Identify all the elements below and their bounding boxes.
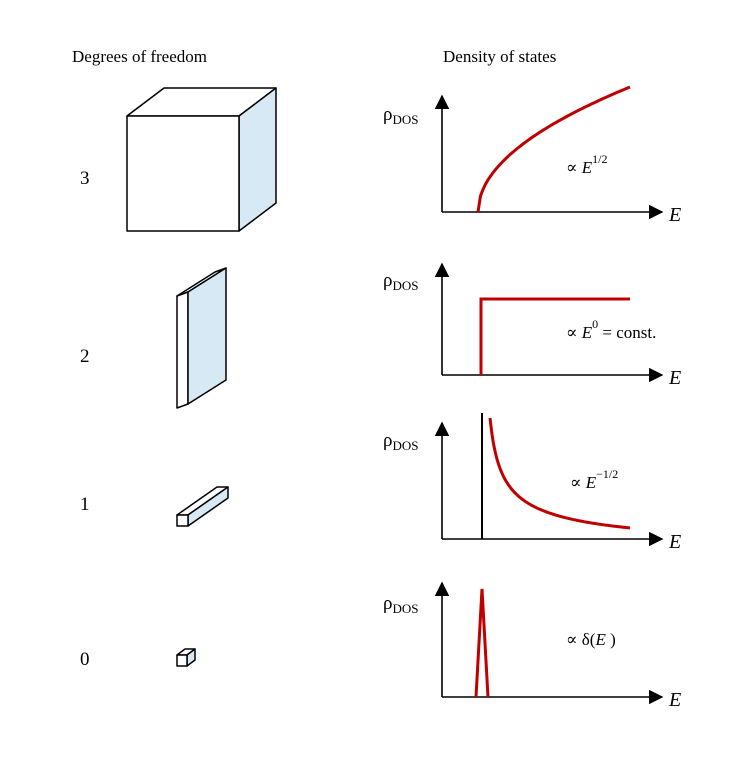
plot-1d: ρDOS E ∝ E−1/2: [383, 413, 681, 553]
plot-2d-ylabel: ρDOS: [383, 270, 419, 293]
plot-0d: ρDOS E ∝ δ(E ): [383, 581, 681, 711]
header-degrees-of-freedom: Degrees of freedom: [72, 47, 207, 66]
plot-1d-curve: [488, 417, 631, 530]
plot-3d: ρDOS E ∝ E1/2: [383, 85, 681, 226]
plot-2d: ρDOS E ∝ E0 = const.: [383, 262, 681, 389]
plot-0d-xlabel: E: [668, 689, 681, 711]
plot-0d-ylabel: ρDOS: [383, 593, 419, 616]
plot-2d-curve: [479, 297, 630, 375]
rod-quantum-wire-1d: [176, 486, 229, 527]
plot-2d-formula: ∝ E0 = const.: [566, 317, 656, 342]
plot-1d-ylabel: ρDOS: [383, 430, 419, 453]
plot-1d-xlabel: E: [668, 531, 681, 553]
dof-label-2: 2: [80, 346, 90, 367]
slab-quantum-well-2d: [176, 267, 227, 409]
plot-3d-formula: ∝ E1/2: [566, 152, 608, 177]
plot-2d-xlabel: E: [668, 367, 681, 389]
plot-3d-xlabel: E: [668, 204, 681, 226]
plot-3d-curve: [476, 85, 631, 213]
dot-quantum-dot-0d: [176, 648, 196, 667]
header-density-of-states: Density of states: [443, 47, 556, 66]
plot-3d-ylabel: ρDOS: [383, 104, 419, 127]
cube-bulk-3d: [126, 87, 277, 232]
plot-0d-formula: ∝ δ(E ): [566, 630, 616, 649]
plot-1d-formula: ∝ E−1/2: [570, 467, 618, 492]
plot-0d-delta-peak: [474, 588, 490, 698]
dof-label-3: 3: [80, 168, 90, 189]
dof-label-1: 1: [80, 494, 90, 515]
dof-label-0: 0: [80, 649, 90, 670]
